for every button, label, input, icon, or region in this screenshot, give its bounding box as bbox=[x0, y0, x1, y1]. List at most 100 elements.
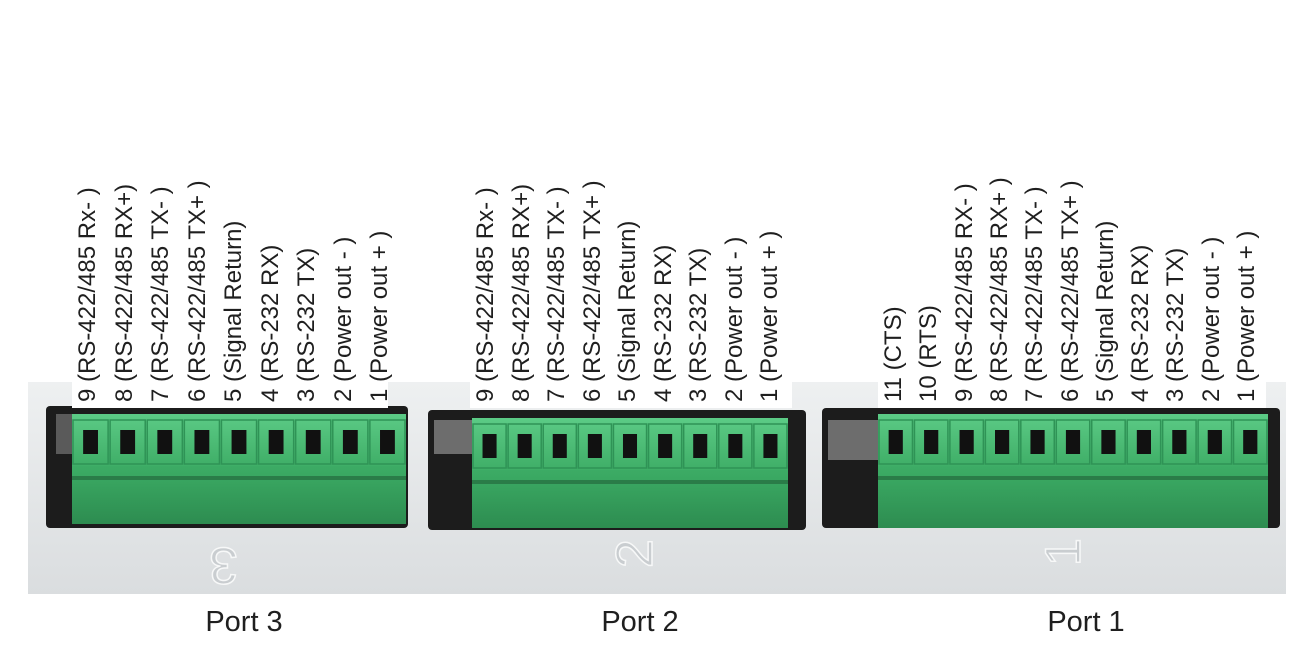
pin-label: 6 (RS-422/485 TX+ ) bbox=[578, 180, 606, 402]
pin-label: 4 (RS-232 RX) bbox=[256, 244, 284, 402]
port2-caption: Port 2 bbox=[601, 606, 679, 638]
terminal-cell bbox=[1232, 419, 1268, 465]
terminal-cell bbox=[913, 419, 949, 465]
wire-slot bbox=[517, 434, 532, 458]
wire-slot bbox=[120, 430, 136, 454]
pin-label: 8 (RS-422/485 RX+ ) bbox=[985, 177, 1013, 402]
wire-slot bbox=[305, 430, 321, 454]
pin-label: 5 (Signal Return) bbox=[220, 220, 247, 402]
terminal-cell bbox=[1126, 419, 1162, 465]
pin-label: 4 (RS-232 RX) bbox=[1127, 244, 1155, 402]
terminal-cell bbox=[1090, 419, 1126, 465]
port-3-label-backdrop bbox=[72, 372, 388, 408]
pin-label: 2 (Power out - ) bbox=[720, 236, 748, 402]
terminal-cell bbox=[257, 419, 295, 465]
pin-label: 1 (Power out + ) bbox=[366, 230, 393, 402]
terminal-cell bbox=[949, 419, 985, 465]
wire-slot bbox=[83, 430, 98, 454]
wire-slot bbox=[342, 430, 358, 454]
terminal-cell bbox=[472, 423, 507, 469]
wire-slot bbox=[482, 434, 497, 458]
wire-slot bbox=[924, 430, 939, 454]
wire-slot bbox=[622, 434, 638, 458]
wire-slot bbox=[157, 430, 173, 454]
terminal-cell bbox=[146, 419, 184, 465]
pin-label: 5 (Signal Return) bbox=[1091, 220, 1119, 402]
pin-label: 9 (RS-422/485 RX- ) bbox=[950, 183, 978, 402]
terminal-cell bbox=[577, 423, 613, 469]
port-1-label-backdrop bbox=[878, 372, 1266, 408]
terminal-cell bbox=[72, 419, 109, 465]
terminal-cell bbox=[294, 419, 332, 465]
wire-slot bbox=[552, 434, 567, 458]
wire-slot bbox=[380, 430, 395, 454]
wire-slot bbox=[1065, 430, 1081, 454]
wire-slot bbox=[888, 430, 903, 454]
pin-label: 3 (RS-232 TX) bbox=[293, 247, 320, 402]
terminal-cell bbox=[542, 423, 578, 469]
pin-label: 11 (CTS) bbox=[880, 306, 907, 402]
pin-label: 3 (RS-232 TX) bbox=[1162, 247, 1190, 402]
terminal-cell bbox=[1161, 419, 1197, 465]
terminal-cell bbox=[647, 423, 683, 469]
wire-slot bbox=[1030, 430, 1045, 454]
pin-label: 8 (RS-422/485 RX+) bbox=[507, 183, 535, 402]
panel-digit-1: 1 bbox=[1035, 538, 1091, 566]
pin-label: 7 (RS-422/485 TX- ) bbox=[1021, 186, 1049, 402]
terminal-block-port-1 bbox=[878, 414, 1268, 528]
terminal-block-ridge bbox=[878, 476, 1268, 480]
terminal-cell bbox=[183, 419, 221, 465]
pin-label: 10 (RTS) bbox=[915, 305, 943, 402]
terminal-cell bbox=[878, 419, 914, 465]
pin-label: 9 (RS-422/485 Rx- ) bbox=[472, 187, 499, 402]
pin-label: 2 (Power out - ) bbox=[1197, 236, 1225, 402]
port1-caption: Port 1 bbox=[1047, 606, 1125, 638]
pin-label: 5 (Signal Return) bbox=[614, 220, 641, 402]
pin-label: 4 (RS-232 RX) bbox=[649, 244, 677, 402]
terminal-cell bbox=[220, 419, 258, 465]
wire-slot bbox=[1243, 430, 1258, 454]
wire-slot bbox=[728, 434, 743, 458]
pin-label: 6 (RS-422/485 TX+ ) bbox=[183, 180, 211, 402]
terminal-cell bbox=[612, 423, 648, 469]
wire-slot bbox=[268, 430, 284, 454]
terminal-block-port-2 bbox=[472, 418, 788, 528]
pin-label: 2 (Power out - ) bbox=[329, 236, 357, 402]
terminal-cell bbox=[1020, 419, 1056, 465]
pin-label: 3 (RS-232 TX) bbox=[685, 247, 712, 402]
terminal-block-ridge bbox=[72, 476, 406, 480]
panel-digit-2: 2 bbox=[606, 539, 664, 568]
pin-label: 7 (RS-422/485 TX- ) bbox=[543, 186, 570, 402]
wire-slot bbox=[995, 430, 1010, 454]
wire-slot bbox=[194, 430, 210, 454]
wire-slot bbox=[1172, 430, 1187, 454]
wire-slot bbox=[587, 434, 602, 458]
pin-label: 1 (Power out + ) bbox=[756, 230, 783, 402]
port-2-label-backdrop bbox=[470, 372, 792, 408]
terminal-cell bbox=[718, 423, 753, 469]
wire-slot bbox=[763, 434, 778, 458]
pin-label: 1 (Power out + ) bbox=[1233, 230, 1260, 402]
port3-caption: Port 3 bbox=[205, 606, 283, 638]
wire-slot bbox=[1207, 430, 1222, 454]
terminal-cell bbox=[1055, 419, 1091, 465]
wire-slot bbox=[1136, 430, 1151, 454]
terminal-cell bbox=[507, 423, 542, 469]
pin-label: 7 (RS-422/485 TX- ) bbox=[147, 186, 174, 402]
wire-slot bbox=[959, 430, 974, 454]
terminal-cell bbox=[753, 423, 788, 469]
terminal-cell bbox=[984, 419, 1020, 465]
wire-slot bbox=[658, 434, 673, 458]
pin-label: 8 (RS-422/485 RX+) bbox=[110, 183, 138, 402]
terminal-cell bbox=[369, 419, 406, 465]
wire-slot bbox=[231, 430, 247, 454]
terminal-cell bbox=[682, 423, 718, 469]
panel-digit-3: 3 bbox=[209, 536, 238, 594]
wire-slot bbox=[1101, 430, 1116, 454]
terminal-cell bbox=[109, 419, 146, 465]
terminal-cell bbox=[1197, 419, 1233, 465]
pin-label: 9 (RS-422/485 Rx- ) bbox=[74, 187, 101, 402]
terminal-block-ridge bbox=[472, 480, 788, 484]
terminal-block-port-3 bbox=[72, 414, 406, 524]
